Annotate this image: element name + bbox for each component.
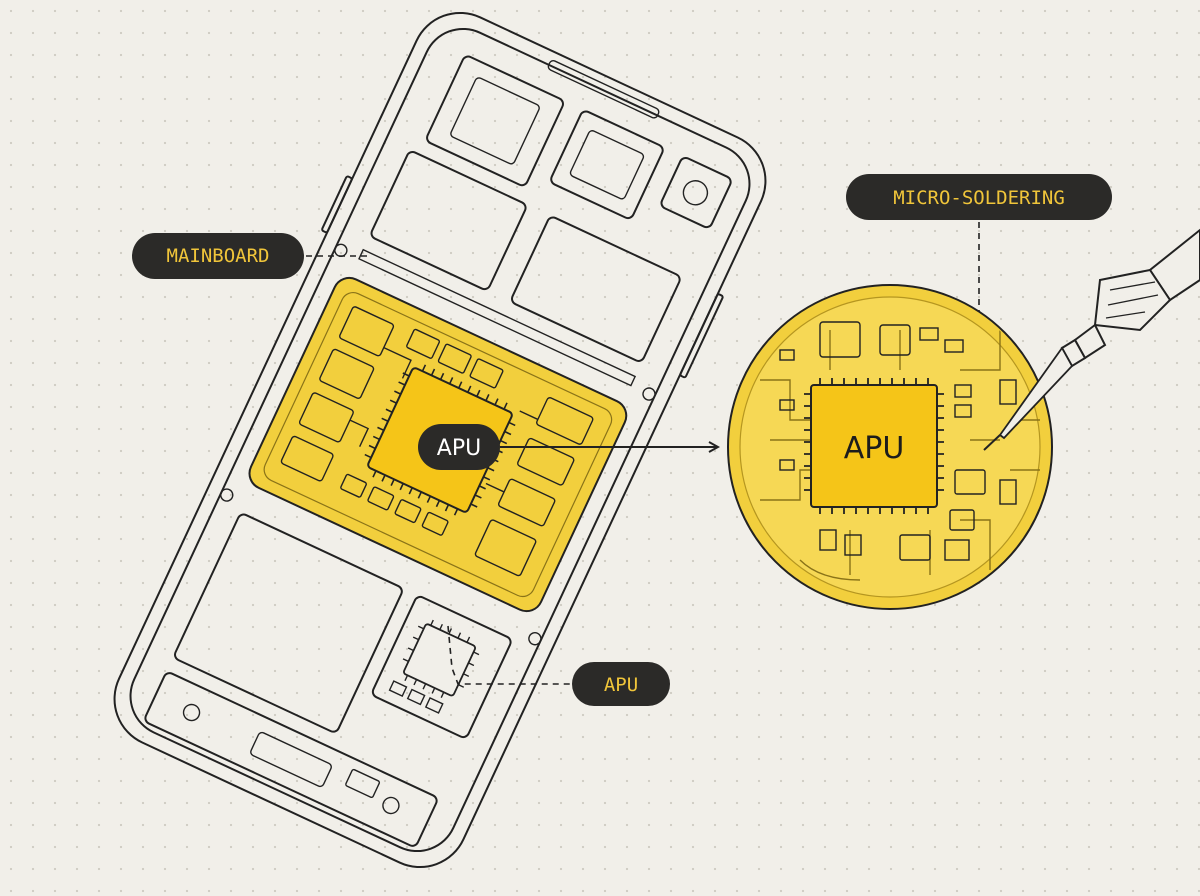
micro-soldering-label: MICRO-SOLDERING [846, 174, 1112, 220]
apu-center-label: APU [418, 424, 500, 470]
soldering-iron-icon [983, 228, 1200, 451]
apu-lower-label: APU [572, 662, 670, 706]
svg-text:APU: APU [437, 436, 481, 461]
mainboard-label: MAINBOARD [132, 233, 304, 279]
svg-text:APU: APU [604, 674, 638, 696]
svg-text:MICRO-SOLDERING: MICRO-SOLDERING [893, 187, 1065, 209]
svg-text:MAINBOARD: MAINBOARD [167, 245, 270, 267]
svg-text:APU: APU [844, 431, 905, 466]
zoom-magnifier: APU [727, 284, 1053, 610]
zoomed-cpu-chip: APU [804, 378, 944, 514]
